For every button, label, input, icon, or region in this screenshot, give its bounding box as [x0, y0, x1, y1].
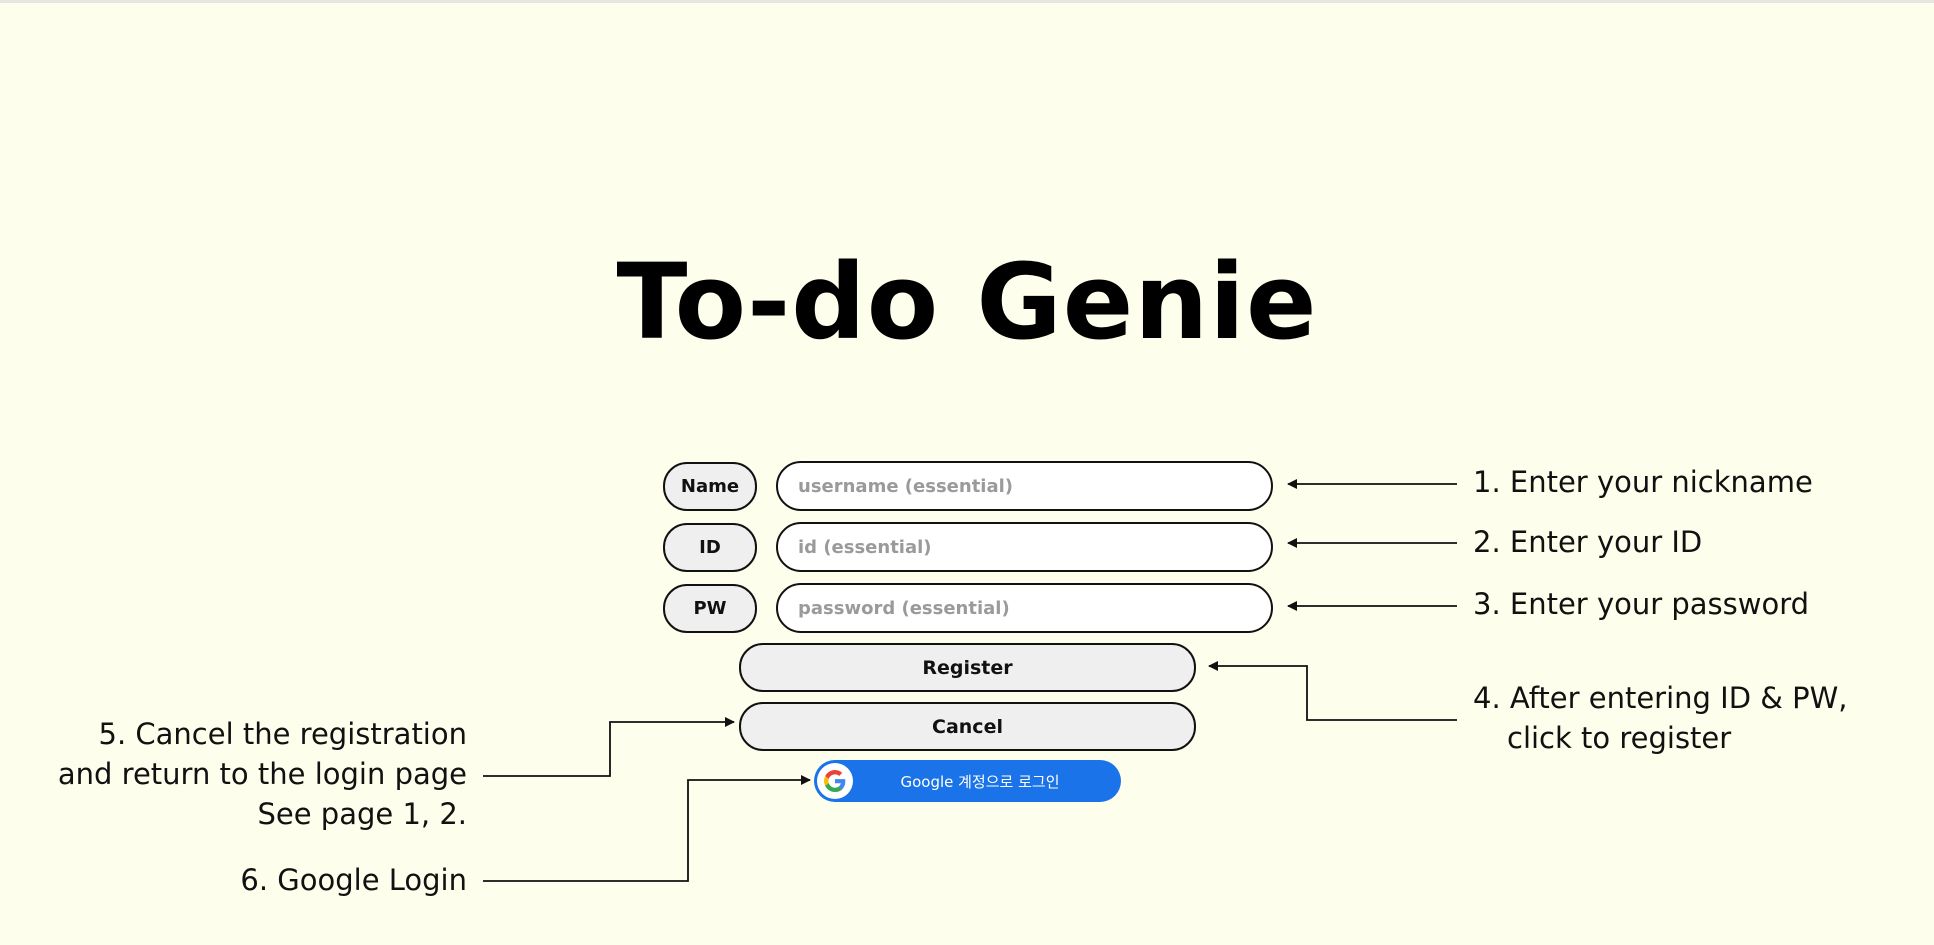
name-label: Name: [663, 462, 757, 511]
app-title: To-do Genie: [616, 241, 1318, 363]
annotation-5-line2: and return to the login page: [57, 757, 467, 791]
name-input[interactable]: [776, 461, 1273, 511]
password-input[interactable]: [776, 583, 1273, 633]
cancel-button[interactable]: Cancel: [739, 702, 1196, 751]
google-g-icon: [817, 763, 853, 799]
annotation-2: 2. Enter your ID: [1473, 525, 1703, 559]
google-login-button[interactable]: Google 계정으로 로그인: [814, 760, 1121, 802]
annotation-4-line2: click to register: [1507, 721, 1732, 755]
annotation-6: 6. Google Login: [240, 863, 467, 897]
register-button[interactable]: Register: [739, 643, 1196, 692]
annotation-5-line3: See page 1, 2.: [257, 797, 467, 831]
arrow-6: [483, 775, 811, 882]
pw-label: PW: [663, 584, 757, 633]
top-divider: [0, 0, 1934, 3]
annotation-3: 3. Enter your password: [1473, 587, 1810, 621]
arrow-5: [483, 717, 735, 777]
id-input[interactable]: [776, 522, 1273, 572]
annotation-5-line1: 5. Cancel the registration: [98, 717, 467, 751]
annotation-1: 1. Enter your nickname: [1473, 465, 1813, 499]
arrow-4: [1208, 661, 1457, 721]
annotation-4-line1: 4. After entering ID & PW,: [1473, 681, 1848, 715]
id-label: ID: [663, 523, 757, 572]
google-login-label: Google 계정으로 로그인: [900, 772, 1060, 791]
